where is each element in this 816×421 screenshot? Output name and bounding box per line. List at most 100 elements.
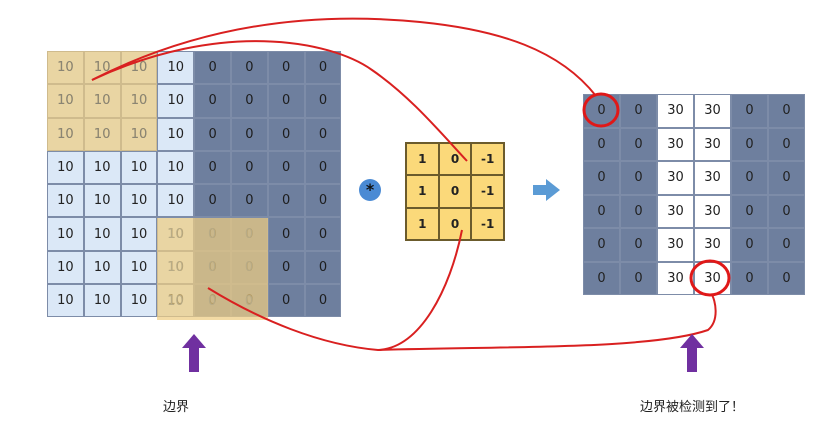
input-matrix-cell: 10 (47, 184, 84, 218)
input-matrix-cell: 10 (83, 284, 121, 318)
input-matrix-cell: 10 (47, 217, 84, 251)
kernel-matrix-cell: 1 (406, 175, 439, 208)
input-matrix-cell: 0 (194, 250, 231, 285)
kernel-matrix-cell: -1 (471, 143, 505, 176)
input-matrix-cell: 10 (120, 284, 158, 318)
output-matrix-cell: 0 (731, 261, 768, 295)
output-matrix-cell: 0 (620, 161, 657, 195)
output-matrix-cell: 0 (768, 194, 805, 228)
input-matrix-cell: 10 (120, 184, 158, 218)
input-matrix-cell: 10 (83, 217, 121, 251)
input-matrix-cell: 0 (267, 250, 305, 285)
up-arrow-icon-detected (680, 334, 704, 372)
output-matrix-cell: 0 (583, 94, 620, 128)
output-matrix-cell: 0 (768, 127, 805, 161)
input-matrix-cell: 10 (157, 117, 195, 151)
kernel-matrix-cell: 0 (438, 143, 472, 176)
right-arrow-icon (533, 179, 560, 201)
output-matrix-cell: 0 (583, 261, 620, 295)
input-matrix-cell: 10 (83, 184, 121, 218)
input-matrix-cell: 0 (304, 150, 342, 185)
input-matrix-cell: 10 (47, 84, 84, 118)
input-matrix-cell: 10 (157, 284, 195, 318)
input-matrix-cell: 10 (157, 84, 195, 118)
input-matrix-cell: 10 (47, 250, 84, 285)
output-matrix-cell: 30 (657, 127, 694, 161)
output-matrix-cell: 30 (657, 228, 694, 262)
output-matrix-cell: 0 (731, 161, 768, 195)
kernel-matrix-cell: 1 (406, 143, 439, 176)
input-matrix-cell: 0 (230, 117, 268, 151)
output-matrix-cell: 30 (657, 261, 694, 295)
output-matrix-cell: 0 (583, 161, 620, 195)
output-matrix-cell: 30 (694, 261, 731, 295)
output-matrix-cell: 0 (620, 261, 657, 295)
output-matrix-cell: 30 (694, 127, 731, 161)
input-matrix-cell: 0 (304, 84, 342, 118)
output-matrix-cell: 0 (620, 194, 657, 228)
kernel-matrix-cell: 0 (438, 175, 472, 208)
output-matrix-cell: 0 (768, 261, 805, 295)
input-matrix-cell: 0 (194, 117, 231, 151)
input-matrix-cell: 10 (120, 217, 158, 251)
kernel-matrix-cell: -1 (471, 207, 505, 240)
input-matrix-cell: 0 (267, 117, 305, 151)
output-matrix-cell: 30 (657, 194, 694, 228)
convolution-operator-icon: * (359, 179, 381, 201)
output-matrix-cell: 30 (657, 94, 694, 128)
input-matrix-cell: 10 (47, 117, 84, 151)
input-matrix-cell: 0 (304, 184, 342, 218)
input-matrix-cell: 0 (267, 184, 305, 218)
input-matrix-cell: 0 (194, 184, 231, 218)
output-matrix-cell: 0 (731, 94, 768, 128)
output-matrix-cell: 0 (768, 161, 805, 195)
input-matrix-cell: 10 (83, 117, 121, 151)
kernel-matrix-cell: -1 (471, 175, 505, 208)
input-matrix-cell: 0 (194, 84, 231, 118)
input-matrix-cell: 0 (230, 184, 268, 218)
input-matrix-cell: 0 (267, 150, 305, 185)
input-matrix-cell: 10 (47, 51, 84, 85)
input-matrix-cell: 10 (83, 51, 121, 85)
connector-bottom-to-output (377, 294, 717, 351)
output-matrix-cell: 30 (694, 161, 731, 195)
input-matrix-cell: 0 (194, 284, 231, 318)
input-matrix-cell: 10 (157, 51, 195, 85)
output-matrix-cell: 0 (583, 194, 620, 228)
input-matrix-cell: 10 (120, 117, 158, 151)
input-matrix-cell: 0 (230, 250, 268, 285)
output-matrix-cell: 0 (583, 228, 620, 262)
input-matrix-cell: 0 (194, 51, 231, 85)
input-matrix-cell: 10 (157, 150, 195, 185)
input-matrix-cell: 10 (83, 250, 121, 285)
output-matrix-cell: 0 (731, 194, 768, 228)
input-matrix-cell: 0 (194, 150, 231, 185)
output-matrix-cell: 0 (620, 127, 657, 161)
input-matrix-cell: 0 (304, 51, 342, 85)
input-matrix-cell: 0 (230, 84, 268, 118)
kernel-matrix-cell: 1 (406, 207, 439, 240)
input-matrix-cell: 10 (157, 217, 195, 251)
output-matrix-cell: 30 (694, 228, 731, 262)
input-matrix-cell: 10 (47, 284, 84, 318)
input-matrix-cell: 0 (230, 284, 268, 318)
input-matrix-cell: 0 (304, 284, 342, 318)
input-matrix-cell: 0 (267, 51, 305, 85)
input-matrix-cell: 0 (230, 150, 268, 185)
edge-detected-label: 边界被检测到了！ (640, 400, 745, 415)
input-matrix-cell: 0 (230, 217, 268, 251)
input-matrix-cell: 10 (120, 51, 158, 85)
input-matrix-cell: 10 (120, 84, 158, 118)
output-matrix-cell: 0 (620, 94, 657, 128)
output-matrix-cell: 0 (583, 127, 620, 161)
output-matrix-cell: 30 (694, 94, 731, 128)
input-matrix-cell: 0 (304, 250, 342, 285)
output-matrix-cell: 0 (768, 228, 805, 262)
input-matrix-cell: 10 (120, 150, 158, 185)
input-matrix-cell: 10 (157, 250, 195, 285)
output-matrix-cell: 0 (731, 127, 768, 161)
up-arrow-icon-edge (182, 334, 206, 372)
kernel-matrix-cell: 0 (438, 207, 472, 240)
